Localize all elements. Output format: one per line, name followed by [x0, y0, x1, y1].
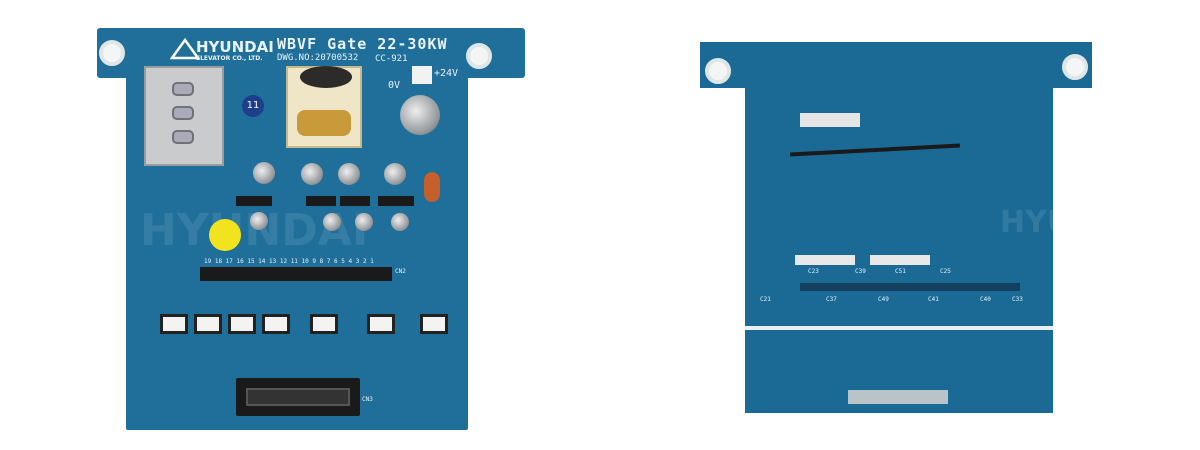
capacitor	[391, 213, 409, 231]
silkscreen-label: C33	[1012, 296, 1023, 303]
brand-logo-triangle-icon	[170, 38, 200, 60]
voltage-label-24v: +24V	[434, 68, 459, 79]
silkscreen-label: C39	[855, 268, 866, 275]
mount-hole	[466, 43, 492, 69]
silkscreen-label: C40	[980, 296, 991, 303]
silkscreen-label: C41	[928, 296, 939, 303]
resistor-array	[800, 113, 860, 127]
mount-hole	[99, 40, 125, 66]
pin-header-underside	[800, 283, 1020, 291]
mount-hole	[705, 58, 731, 84]
optocoupler	[367, 314, 395, 334]
optocoupler	[194, 314, 222, 334]
optocoupler	[228, 314, 256, 334]
divider-trace	[745, 326, 1053, 330]
pin-header	[200, 267, 392, 281]
board-title: WBVF Gate 22-30KW	[277, 35, 448, 53]
connector-label-cn2: CN2	[395, 268, 406, 275]
silkscreen-label: C37	[826, 296, 837, 303]
capacitor	[384, 163, 406, 185]
brand-subtitle: ELEVATOR CO., LTD.	[196, 55, 263, 62]
capacitor	[338, 163, 360, 185]
drawing-number: DWG.NO:20700532	[277, 53, 359, 63]
transformer-coil	[297, 110, 351, 136]
regulator	[236, 196, 272, 206]
number-badge: 11	[242, 95, 264, 117]
regulator	[340, 196, 370, 206]
silkscreen-label: C51	[895, 268, 906, 275]
silkscreen-label: C49	[878, 296, 889, 303]
capacitor	[355, 213, 373, 231]
regulator	[306, 196, 336, 206]
smd-row	[870, 255, 930, 265]
capacitor	[253, 162, 275, 184]
optocoupler	[310, 314, 338, 334]
regulator	[378, 196, 414, 206]
capacitor	[400, 95, 440, 135]
mount-hole	[1062, 54, 1088, 80]
smd-row	[795, 255, 855, 265]
capacitor	[323, 213, 341, 231]
capacitor	[301, 163, 323, 185]
power-connector	[412, 66, 432, 84]
pin-labels: 19 18 17 16 15 14 13 12 11 10 9 8 7 6 5 …	[204, 258, 374, 265]
qc-sticker	[209, 219, 241, 251]
voltage-label-0v: 0V	[388, 80, 401, 91]
silkscreen-label: C23	[808, 268, 819, 275]
optocoupler	[420, 314, 448, 334]
silkscreen-label: C25	[940, 268, 951, 275]
transformer-core	[300, 66, 352, 88]
optocoupler	[160, 314, 188, 334]
connector-label-cn3: CN3	[362, 396, 373, 403]
ribbon-connector-pins	[246, 388, 350, 406]
optocoupler	[262, 314, 290, 334]
board-code: CC-921	[375, 54, 408, 64]
fuse	[424, 172, 440, 202]
current-sensor	[144, 66, 224, 166]
silkscreen-label: C21	[760, 296, 771, 303]
brand-name: HYUNDAI	[196, 38, 274, 56]
watermark: HYUNDAI	[1000, 205, 1156, 240]
connector-pads	[848, 390, 948, 404]
capacitor	[250, 212, 268, 230]
back-pcb-body	[745, 80, 1053, 413]
